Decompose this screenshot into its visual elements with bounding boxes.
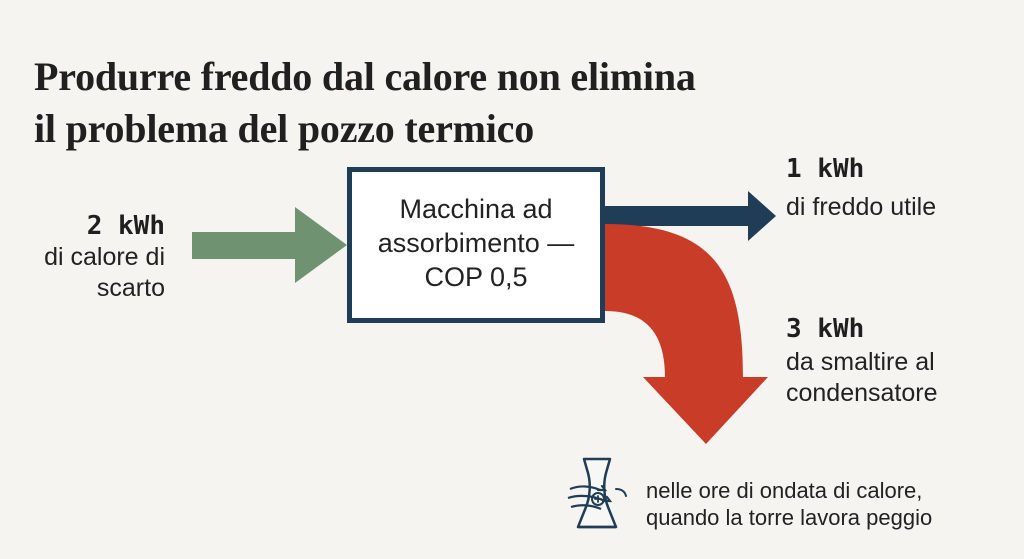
heatwave-note: nelle ore di ondata di calore, quando la… <box>646 478 933 530</box>
title-line-1-bold: re <box>452 53 488 99</box>
machine-label: Macchina ad assorbimento — COP 0,5 <box>377 194 575 292</box>
diagram-title: Produrre freddo dal calore non elimina i… <box>34 51 794 155</box>
input-heat-arrow <box>192 207 347 283</box>
title-line-1-prefix: Produrre freddo dal calo <box>34 53 453 99</box>
input-energy-value: 2 kWh <box>86 211 165 241</box>
useful-energy-description: di freddo utile <box>786 193 937 221</box>
title-line-1-suffix: non elimina <box>486 53 696 99</box>
rejected-energy-value: 3 kWh <box>786 314 865 344</box>
useful-cold-arrow <box>605 191 776 241</box>
absorption-machine-box: Macchina ad assorbimento — COP 0,5 <box>347 167 605 323</box>
title-line-1: Produrre freddo dal calore non elimina <box>34 51 794 103</box>
useful-energy-value: 1 kWh <box>786 154 865 184</box>
title-line-2-bold: termico <box>404 105 535 151</box>
title-line-2-prefix: il problema del pozzo <box>34 105 405 151</box>
rejected-energy-description: da smaltire al condensatore <box>786 348 938 407</box>
input-energy-description: di calore di scarto <box>44 243 165 302</box>
title-line-2: il problema del pozzo termico <box>34 103 794 155</box>
condenser-heat-arrow <box>605 224 768 444</box>
cooling-tower-icon <box>567 457 627 529</box>
